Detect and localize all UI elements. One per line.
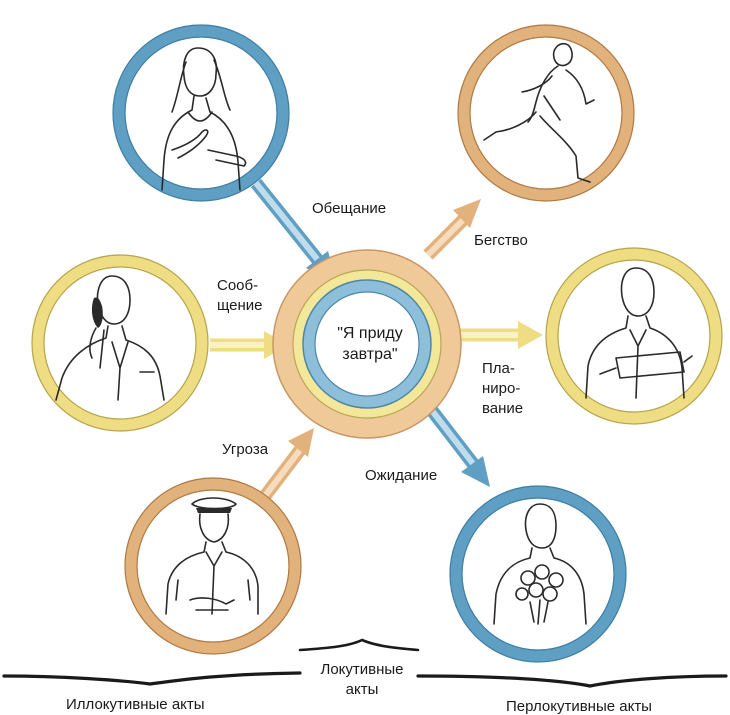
label-promise: Обещание [312,200,386,217]
label-threat: Угроза [222,441,269,458]
label-message-line2: щение [217,297,263,314]
circle-planning [545,247,723,425]
arrow-planning [455,321,543,349]
label-perlocutionary-acts: Перлокутивные акты [506,698,652,715]
label-planning-line3: вание [482,400,523,417]
arrow-threat [259,428,314,500]
center-quote-line2: завтра" [342,346,397,363]
label-message-line1: Сооб- [217,277,258,294]
label-flight: Бегство [474,232,528,249]
brace-illocutionary [2,671,302,686]
circle-promise [112,24,290,202]
arrow-flight [423,199,481,260]
man-reading-paper-icon [585,267,693,399]
circle-expectation [449,485,627,663]
label-expectation: Ожидание [365,467,437,484]
brace-perlocutionary [416,674,728,688]
label-locutionary-line1: Локутивные [320,661,403,678]
man-on-phone-icon [55,275,165,401]
label-locutionary-line2: акты [346,681,379,698]
label-planning-line2: ниро- [482,380,520,397]
label-planning-line1: Пла- [482,360,515,377]
center-quote-line1: "Я приду [337,325,403,342]
man-with-flowers-icon [493,503,587,625]
brace-locutionary [298,638,420,652]
officer-icon [165,497,259,615]
center-rings [272,249,462,439]
circle-message [31,254,209,432]
circle-threat [124,477,302,655]
running-man-icon [483,42,595,183]
label-illocutionary-acts: Иллокутивные акты [66,696,205,713]
woman-pledging-icon [161,47,247,191]
circle-flight [457,24,635,202]
